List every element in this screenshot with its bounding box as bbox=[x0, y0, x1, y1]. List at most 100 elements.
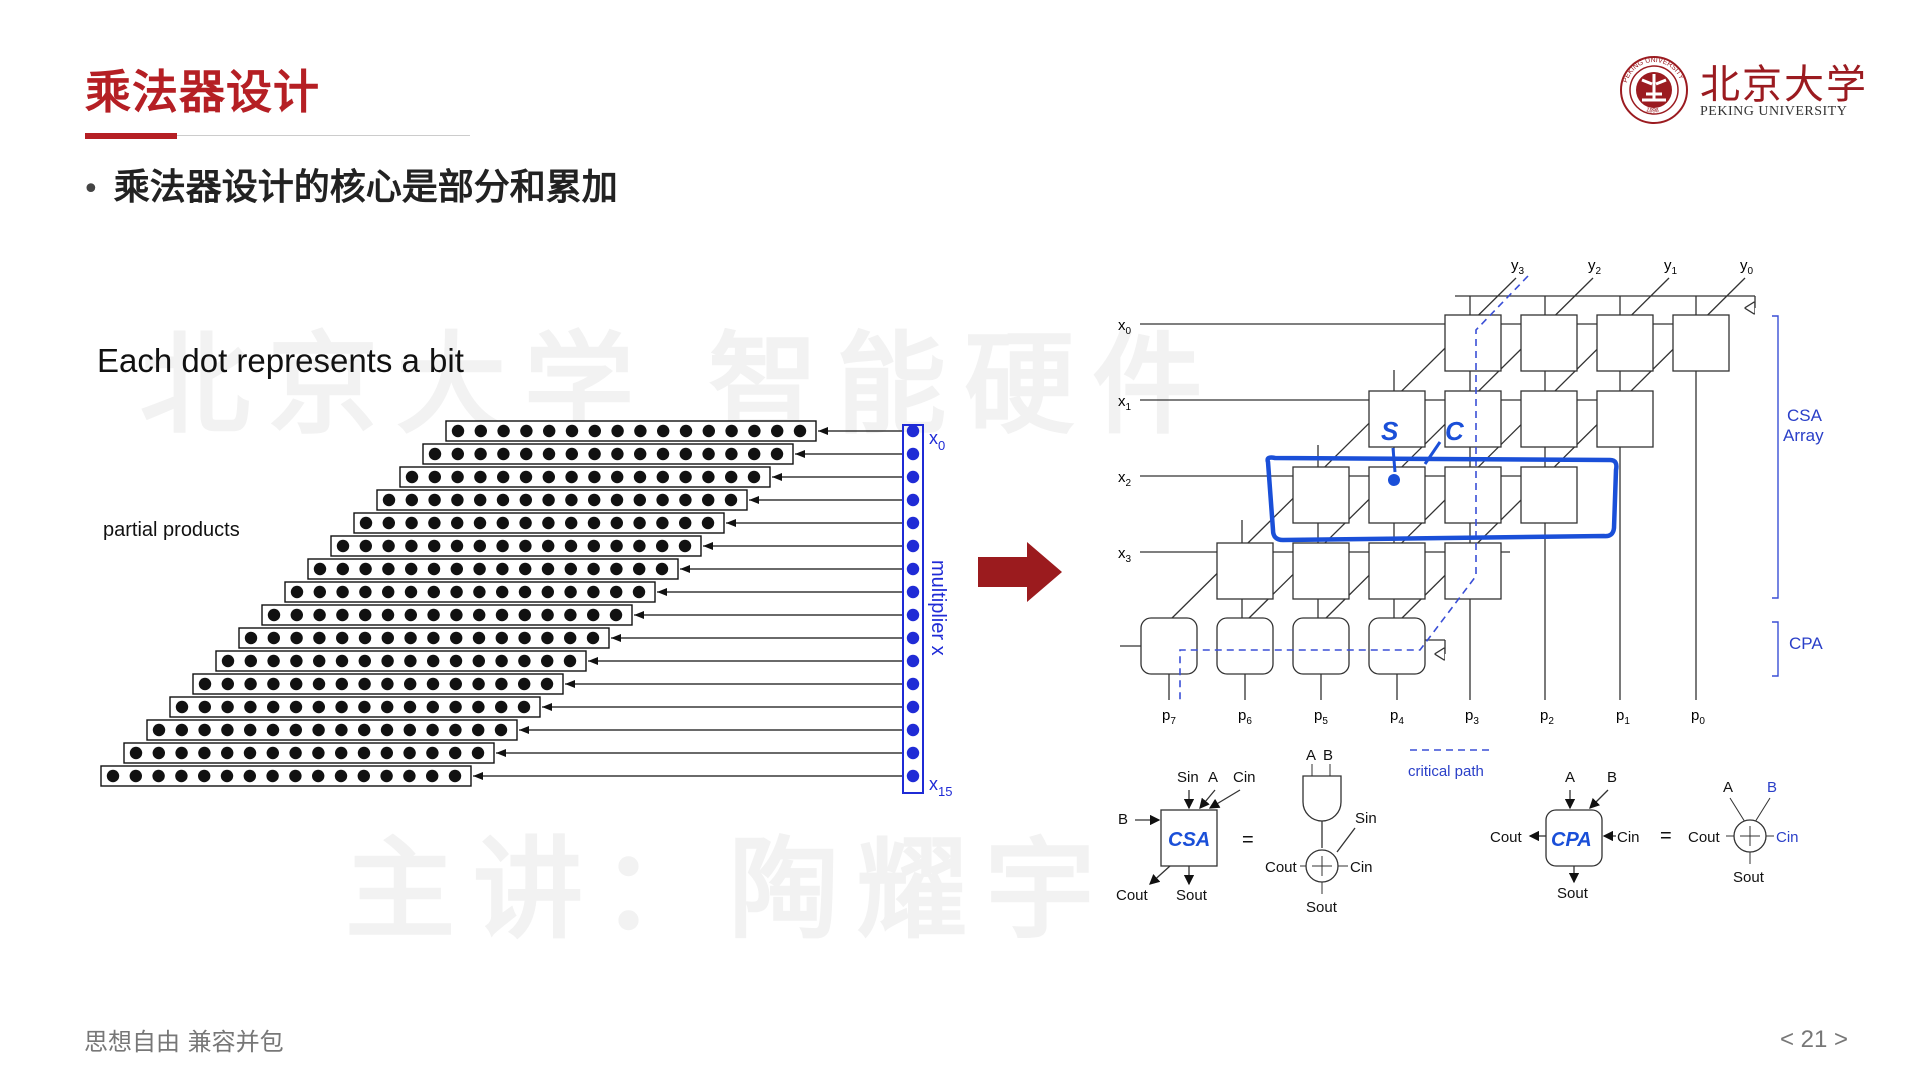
bit-dot bbox=[588, 493, 601, 507]
svg-text:=: = bbox=[1660, 825, 1672, 847]
bit-dot bbox=[449, 746, 462, 760]
bit-dot bbox=[244, 700, 257, 714]
bit-dot bbox=[633, 562, 646, 576]
partial-product-row bbox=[353, 512, 725, 534]
bit-dot bbox=[357, 746, 371, 760]
bit-dot bbox=[496, 539, 509, 553]
svg-text:Sout: Sout bbox=[1557, 885, 1589, 902]
bit-dot bbox=[244, 677, 257, 691]
bullet-text: 乘法器设计的核心是部分和累加 bbox=[113, 167, 618, 208]
bit-dot bbox=[289, 769, 302, 783]
csa-array-label-1: CSA bbox=[1787, 406, 1823, 425]
bit-dot bbox=[496, 562, 509, 576]
row-arrowhead-icon bbox=[657, 588, 667, 596]
bit-dot bbox=[656, 470, 669, 484]
bit-dot bbox=[497, 447, 510, 461]
row-arrowhead-icon bbox=[726, 519, 736, 527]
partial-product-rows bbox=[100, 420, 817, 787]
csa-cell bbox=[1444, 466, 1502, 524]
bit-dot bbox=[564, 585, 577, 599]
bit-dot bbox=[335, 746, 348, 760]
bit-dot bbox=[633, 470, 647, 484]
bit-dot bbox=[244, 723, 257, 737]
x3-row-label: x3 bbox=[1118, 545, 1132, 565]
partial-product-row bbox=[399, 466, 771, 488]
bit-dot bbox=[679, 516, 692, 530]
bullet-point: •乘法器设计的核心是部分和累加 bbox=[82, 158, 618, 210]
p1-label: p1 bbox=[1616, 707, 1630, 727]
row-arrowhead-icon bbox=[795, 450, 805, 458]
bit-dot bbox=[679, 447, 692, 461]
bit-dot bbox=[403, 769, 416, 783]
bit-dot bbox=[359, 562, 372, 576]
bit-dot bbox=[656, 539, 669, 553]
partial-product-row bbox=[192, 673, 564, 695]
bit-dot bbox=[381, 654, 394, 668]
watermark-line-2: 主讲：陶耀宇 bbox=[345, 826, 1113, 954]
csa-cells bbox=[1216, 314, 1730, 600]
bit-dot bbox=[656, 447, 670, 461]
row-arrowhead-icon bbox=[634, 611, 644, 619]
bit-dot bbox=[426, 723, 439, 737]
bit-dot bbox=[358, 700, 371, 714]
bit-dot bbox=[382, 516, 395, 530]
bit-dot bbox=[405, 493, 418, 507]
partial-product-row bbox=[330, 535, 702, 557]
bit-dot bbox=[519, 493, 532, 507]
svg-text:Cin: Cin bbox=[1350, 859, 1373, 876]
bit-dot bbox=[564, 608, 577, 622]
row-arrowhead-icon bbox=[542, 703, 552, 711]
bit-dot bbox=[221, 677, 234, 691]
bit-dot bbox=[381, 677, 394, 691]
bit-dot bbox=[472, 723, 485, 737]
bit-dot bbox=[702, 470, 715, 484]
bit-dot bbox=[471, 746, 485, 760]
partial-product-row bbox=[261, 604, 633, 626]
multiplier-bit-dot bbox=[906, 700, 920, 714]
bit-dot bbox=[358, 654, 371, 668]
bit-dot bbox=[175, 769, 188, 783]
partial-products-label: partial products bbox=[103, 519, 240, 541]
svg-text:Sin: Sin bbox=[1177, 769, 1199, 786]
bit-dot bbox=[267, 677, 280, 691]
annotation-s: S bbox=[1381, 416, 1399, 446]
bit-dot bbox=[565, 424, 579, 438]
university-name-en: PEKING UNIVERSITY bbox=[1700, 104, 1848, 119]
bit-dot bbox=[175, 746, 188, 760]
bit-dot bbox=[290, 654, 303, 668]
bit-dot bbox=[565, 447, 578, 461]
svg-text:B: B bbox=[1607, 769, 1617, 786]
bit-dot bbox=[334, 769, 348, 783]
csa-equivalent-circuit: A B Sin Cout Cin Sout bbox=[1265, 747, 1377, 916]
bit-dot bbox=[474, 447, 487, 461]
bit-dot bbox=[657, 424, 670, 438]
csa-cell bbox=[1596, 314, 1654, 372]
svg-text:Sout: Sout bbox=[1176, 887, 1208, 904]
multiplier-bit-dot bbox=[906, 746, 920, 760]
partial-product-row bbox=[215, 650, 587, 672]
multiplier-x-label: multiplier x bbox=[927, 560, 949, 656]
multiplier-bit-dot bbox=[906, 631, 920, 645]
multiplier-bit-dot bbox=[906, 585, 920, 599]
bit-dot bbox=[336, 631, 349, 645]
bit-dot bbox=[175, 723, 188, 737]
bit-dot bbox=[679, 424, 693, 438]
bit-dot bbox=[610, 493, 624, 507]
bit-dot bbox=[267, 700, 280, 714]
bit-dot bbox=[541, 608, 554, 622]
bit-dot bbox=[381, 631, 394, 645]
annotation-dot bbox=[1388, 474, 1400, 486]
multiplier-bit-dot bbox=[906, 608, 920, 622]
bit-dot bbox=[198, 769, 211, 783]
csa-cell bbox=[1368, 390, 1426, 448]
cpa-equivalent-circuit: A B Cout Cin Sout bbox=[1688, 779, 1799, 886]
multiplier-bit-dot bbox=[906, 769, 920, 783]
p3-label: p3 bbox=[1465, 707, 1479, 727]
bit-dot bbox=[382, 493, 396, 507]
bit-dot bbox=[382, 562, 395, 576]
row-arrowhead-icon bbox=[680, 565, 690, 573]
partial-product-row bbox=[146, 719, 518, 741]
row-arrowhead-icon bbox=[496, 749, 506, 757]
bit-dot bbox=[426, 677, 440, 691]
